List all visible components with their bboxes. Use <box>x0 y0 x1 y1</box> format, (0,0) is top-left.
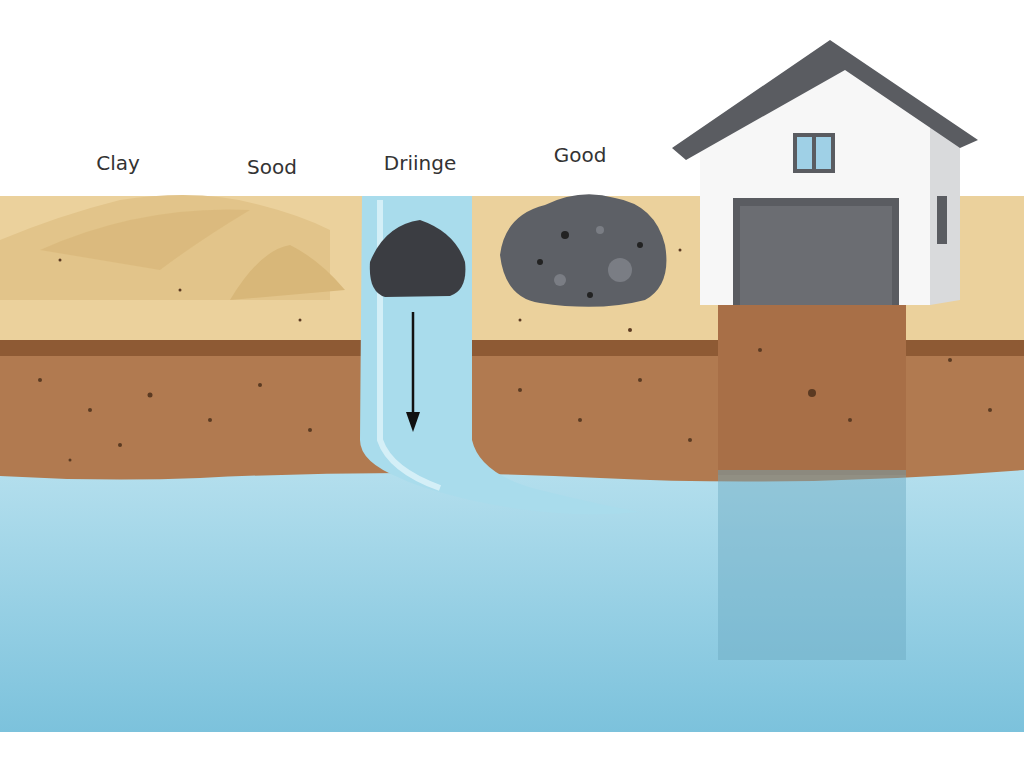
layer-label: Sood <box>247 155 297 179</box>
foundation-soil <box>718 305 906 475</box>
boulder-texture <box>554 226 632 286</box>
boulder-texture <box>537 231 643 298</box>
flow-arrowhead <box>406 412 420 432</box>
house <box>672 40 978 305</box>
flow-arrow <box>412 312 415 415</box>
rock <box>370 220 466 297</box>
sand-dune <box>40 210 250 271</box>
sand-dune <box>230 245 345 300</box>
layer-label: Good <box>554 143 607 167</box>
layer-label: Clay <box>96 151 140 175</box>
layer-label: Driinge <box>384 151 456 175</box>
foundation-shadow <box>718 470 906 660</box>
boulder <box>500 194 666 307</box>
